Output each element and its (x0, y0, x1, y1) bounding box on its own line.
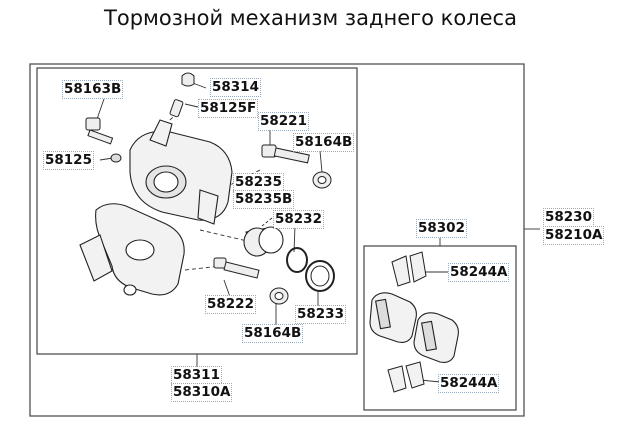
outer-frame (29, 63, 525, 417)
label-58164B-bottom: 58164B (241, 324, 304, 343)
label-58230: 58230 (543, 208, 594, 227)
label-58235: 58235 (233, 173, 284, 192)
label-58210A: 58210A (542, 226, 605, 245)
label-58125F: 58125F (197, 99, 259, 118)
cap-58314-part (181, 72, 195, 87)
brake-pads-part (369, 292, 459, 363)
guide-pin-58221-part (261, 144, 310, 164)
label-58233: 58233 (295, 305, 346, 324)
label-58163B: 58163B (61, 80, 124, 99)
label-58311: 58311 (171, 366, 222, 385)
diagram-title: Тормозной механизм заднего колеса (104, 6, 517, 30)
piston-58235-part (243, 226, 284, 257)
label-58232: 58232 (273, 210, 324, 229)
shim-clip-58244A-bottom-part (387, 361, 425, 393)
label-58302: 58302 (416, 219, 467, 238)
bleeder-58125F-part (169, 99, 184, 118)
shim-clip-58244A-top-part (391, 251, 427, 287)
guide-pin-58222-part (213, 257, 260, 279)
label-58314: 58314 (210, 78, 261, 97)
label-58244A-bottom: 58244A (437, 374, 500, 393)
caliper-body-part (129, 119, 233, 225)
label-58310A: 58310A (170, 383, 233, 402)
label-58221: 58221 (258, 112, 309, 131)
washer-58125-part (110, 153, 122, 163)
boot-58164B-bottom-part (269, 287, 289, 305)
label-58244A-top: 58244A (447, 263, 510, 282)
label-58235B: 58235B (232, 190, 295, 209)
label-58125: 58125 (43, 151, 94, 170)
boot-58164B-top-part (312, 171, 332, 189)
boot-58233-part (305, 260, 335, 292)
carrier-bracket-part (79, 203, 185, 296)
bolt-58163B-part (85, 117, 114, 145)
label-58222: 58222 (205, 295, 256, 314)
label-58164B-top: 58164B (292, 133, 355, 152)
seal-58232-part (286, 247, 308, 273)
